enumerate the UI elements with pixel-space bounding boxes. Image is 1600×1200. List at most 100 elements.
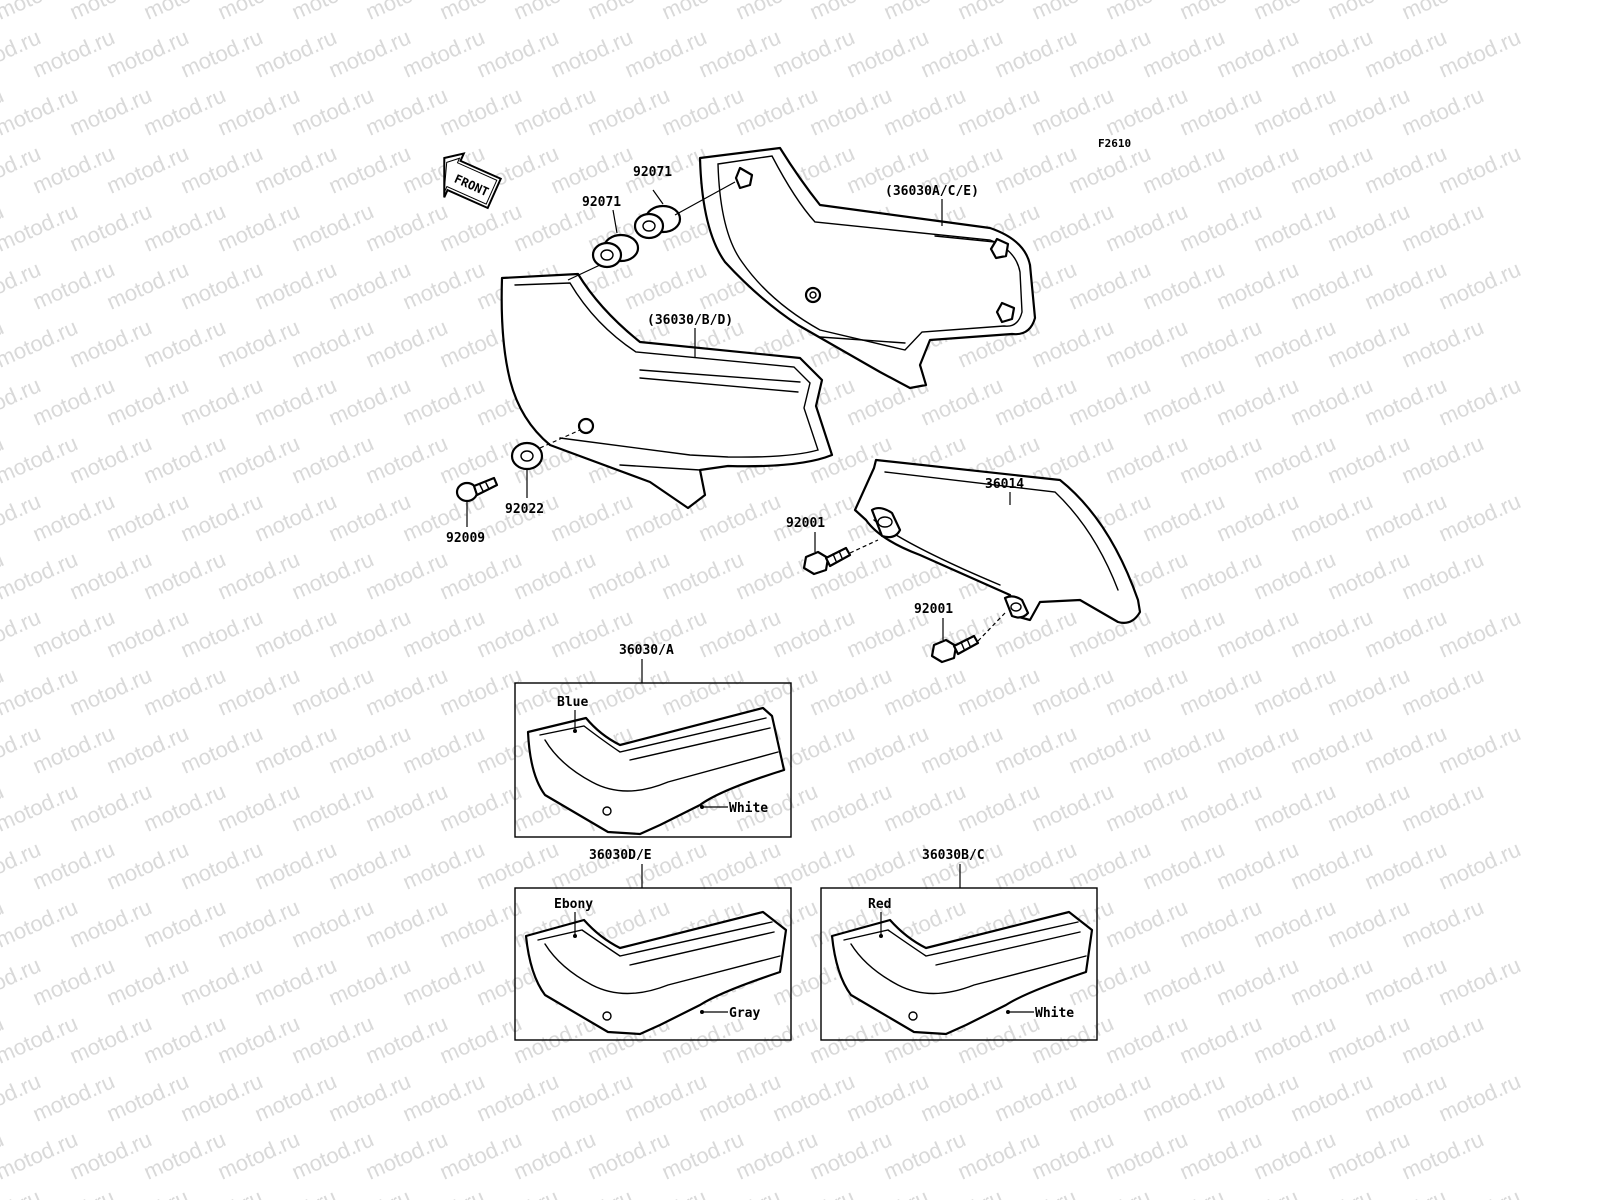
watermark-text: motod.ru — [29, 488, 118, 546]
watermark-text: motod.ru — [843, 24, 932, 82]
watermark-text: motod.ru — [695, 836, 784, 894]
watermark-text: motod.ru — [1435, 604, 1524, 662]
watermark-text: motod.ru — [1065, 24, 1154, 82]
variant-box-1: 36030/A Blue White — [514, 643, 792, 838]
watermark-text: motod.ru — [1028, 314, 1117, 372]
watermark-text: motod.ru — [1435, 488, 1524, 546]
watermark-text: motod.ru — [954, 1126, 1043, 1184]
watermark-text: motod.ru — [362, 662, 451, 720]
watermark-text: motod.ru — [1065, 372, 1154, 430]
watermark-text: motod.ru — [66, 662, 155, 720]
watermark-text: motod.ru — [436, 1010, 525, 1068]
watermark-text: motod.ru — [1250, 314, 1339, 372]
watermark-text: motod.ru — [177, 256, 266, 314]
watermark-text: motod.ru — [436, 778, 525, 836]
watermark-text: motod.ru — [1176, 82, 1265, 140]
watermark-text: motod.ru — [547, 24, 636, 82]
chain-guard-label: 36014 — [985, 477, 1024, 492]
bolt-upper — [802, 532, 879, 576]
watermark-text: motod.ru — [769, 836, 858, 894]
watermark-text: motod.ru — [177, 1184, 266, 1200]
watermark-text: motod.ru — [1213, 836, 1302, 894]
watermark-text: motod.ru — [1287, 604, 1376, 662]
watermark-text: motod.ru — [1102, 430, 1191, 488]
watermark-text: motod.ru — [362, 778, 451, 836]
watermark-text: motod.ru — [251, 952, 340, 1010]
watermark-text: motod.ru — [1102, 314, 1191, 372]
watermark-text: motod.ru — [29, 604, 118, 662]
watermark-text: motod.ru — [1213, 488, 1302, 546]
watermark-text: motod.ru — [732, 1126, 821, 1184]
watermark-text: motod.ru — [1176, 198, 1265, 256]
watermark-text: motod.ru — [1287, 256, 1376, 314]
watermark-text: motod.ru — [1361, 24, 1450, 82]
watermark-text: motod.ru — [1361, 952, 1450, 1010]
watermark-text: motod.ru — [880, 778, 969, 836]
watermark-text: motod.ru — [0, 662, 81, 720]
watermark-text: motod.ru — [584, 662, 673, 720]
watermark-text: motod.ru — [140, 314, 229, 372]
watermark-text: motod.ru — [214, 1126, 303, 1184]
watermark-text: motod.ru — [1028, 82, 1117, 140]
watermark-text: motod.ru — [1139, 140, 1228, 198]
variant-1-part-number: 36030/A — [619, 643, 674, 658]
watermark-text: motod.ru — [251, 836, 340, 894]
watermark-text: motod.ru — [473, 836, 562, 894]
watermark-text: motod.ru — [584, 546, 673, 604]
watermark-text: motod.ru — [843, 1184, 932, 1200]
watermark-text: motod.ru — [0, 1126, 81, 1184]
watermark-text: motod.ru — [1250, 1010, 1339, 1068]
watermark-text: motod.ru — [1065, 836, 1154, 894]
watermark-text: motod.ru — [399, 836, 488, 894]
watermark-text: motod.ru — [917, 1184, 1006, 1200]
watermark-text: motod.ru — [66, 430, 155, 488]
watermark-text: motod.ru — [1398, 0, 1487, 25]
watermark-text: motod.ru — [1324, 546, 1413, 604]
watermark-text: motod.ru — [621, 836, 710, 894]
watermark-text: motod.ru — [806, 1126, 895, 1184]
watermark-text: motod.ru — [806, 662, 895, 720]
screw-label: 92009 — [446, 531, 485, 546]
watermark-text: motod.ru — [1324, 430, 1413, 488]
watermark-text: motod.ru — [140, 778, 229, 836]
watermark-text: motod.ru — [1213, 1068, 1302, 1126]
watermark-text: motod.ru — [325, 372, 414, 430]
variant-2-bottom-color: Gray — [729, 1006, 760, 1021]
watermark-text: motod.ru — [1398, 546, 1487, 604]
watermark-text: motod.ru — [251, 372, 340, 430]
watermark-text: motod.ru — [547, 1184, 636, 1200]
watermark-text: motod.ru — [29, 256, 118, 314]
watermark-text: motod.ru — [214, 198, 303, 256]
watermark-text: motod.ru — [917, 24, 1006, 82]
watermark-text: motod.ru — [1213, 1184, 1302, 1200]
watermark-text: motod.ru — [325, 1068, 414, 1126]
watermark-text: motod.ru — [1250, 82, 1339, 140]
watermark-text: motod.ru — [1361, 1068, 1450, 1126]
watermark-text: motod.ru — [29, 952, 118, 1010]
watermark-text: motod.ru — [362, 430, 451, 488]
watermark-text: motod.ru — [1028, 778, 1117, 836]
watermark-text: motod.ru — [991, 720, 1080, 778]
watermark-text: motod.ru — [1176, 894, 1265, 952]
watermark-text: motod.ru — [510, 1126, 599, 1184]
watermark-text: motod.ru — [0, 430, 81, 488]
watermark-text: motod.ru — [1139, 952, 1228, 1010]
watermark-text: motod.ru — [695, 604, 784, 662]
watermark-text: motod.ru — [214, 546, 303, 604]
watermark-text: motod.ru — [288, 1126, 377, 1184]
watermark-text: motod.ru — [1324, 894, 1413, 952]
watermark-text: motod.ru — [103, 140, 192, 198]
watermark-text: motod.ru — [436, 546, 525, 604]
watermark-text: motod.ru — [1398, 314, 1487, 372]
watermark-text: motod.ru — [1435, 720, 1524, 778]
watermark-text: motod.ru — [1435, 1068, 1524, 1126]
watermark-text: motod.ru — [1176, 778, 1265, 836]
grommet-lower — [567, 209, 640, 281]
watermark-text: motod.ru — [29, 1184, 118, 1200]
watermark-text: motod.ru — [1398, 82, 1487, 140]
watermark-text: motod.ru — [1435, 256, 1524, 314]
watermark-text: motod.ru — [1324, 314, 1413, 372]
watermark-text: motod.ru — [1435, 140, 1524, 198]
watermark-text: motod.ru — [0, 546, 81, 604]
watermark-text: motod.ru — [436, 894, 525, 952]
